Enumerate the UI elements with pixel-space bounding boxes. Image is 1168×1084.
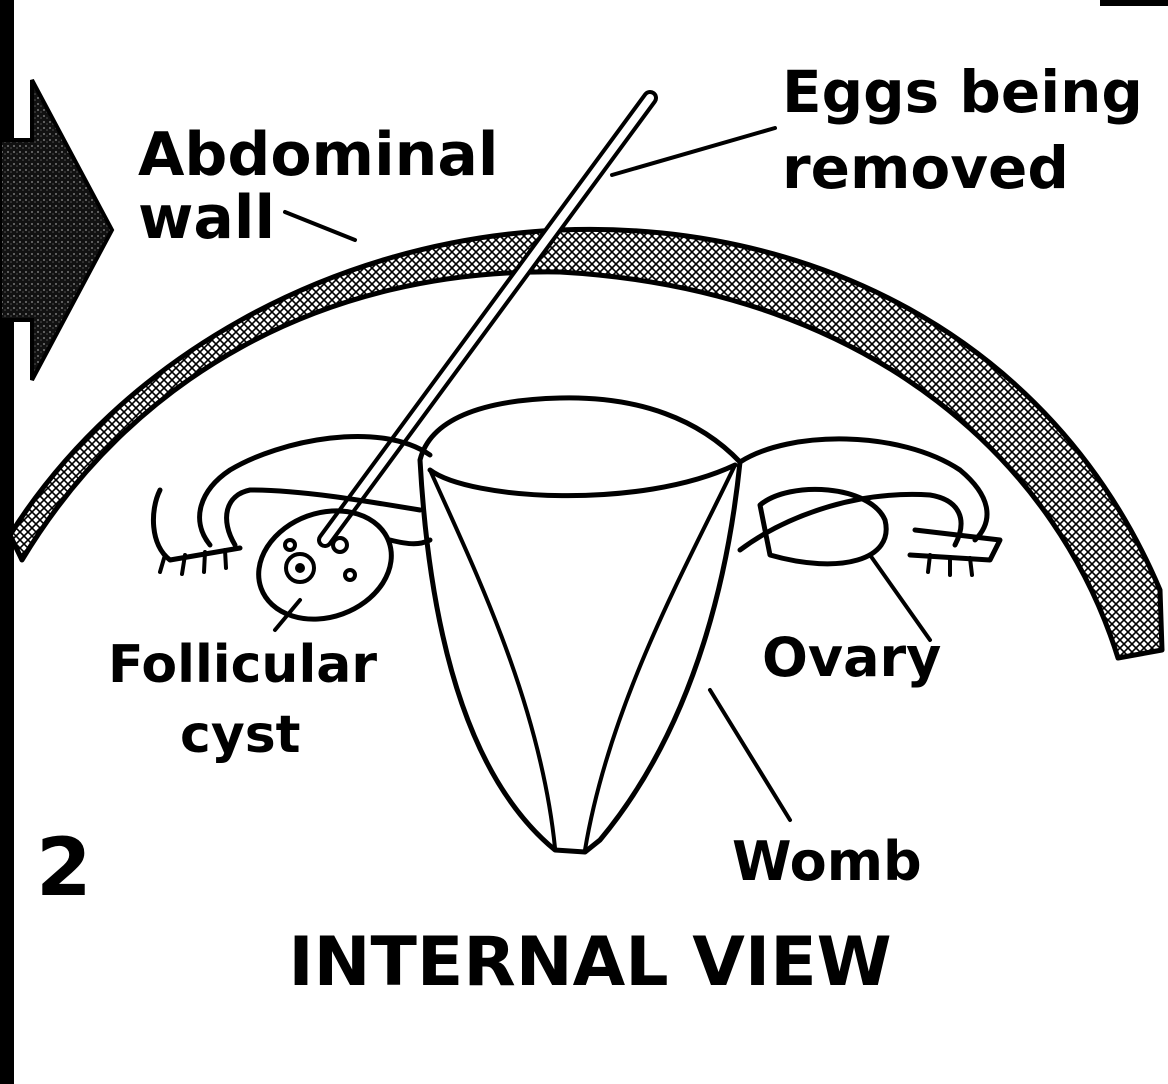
eggs-label-line1: Eggs being xyxy=(782,58,1143,126)
womb-shape xyxy=(420,398,740,852)
top-right-rule xyxy=(1100,0,1168,6)
abdominal-wall-label-line2: wall xyxy=(138,183,275,253)
abdominal-wall-shape xyxy=(10,229,1162,658)
follicular-cyst-label-line1: Follicular xyxy=(108,635,377,695)
eggs-label-line2: removed xyxy=(782,134,1069,202)
figure-caption: INTERNAL VIEW xyxy=(288,923,891,1002)
womb-leader xyxy=(710,690,790,820)
abdominal-wall-leader xyxy=(285,212,355,240)
abdominal-wall-label-line1: Abdominal xyxy=(138,120,498,190)
eggs-leader xyxy=(612,128,775,175)
right-arrow-icon xyxy=(0,80,112,380)
womb-label: Womb xyxy=(732,830,922,893)
panel-number: 2 xyxy=(36,821,92,914)
follicular-cyst-label-line2: cyst xyxy=(180,705,301,765)
ovary-label: Ovary xyxy=(762,626,941,689)
